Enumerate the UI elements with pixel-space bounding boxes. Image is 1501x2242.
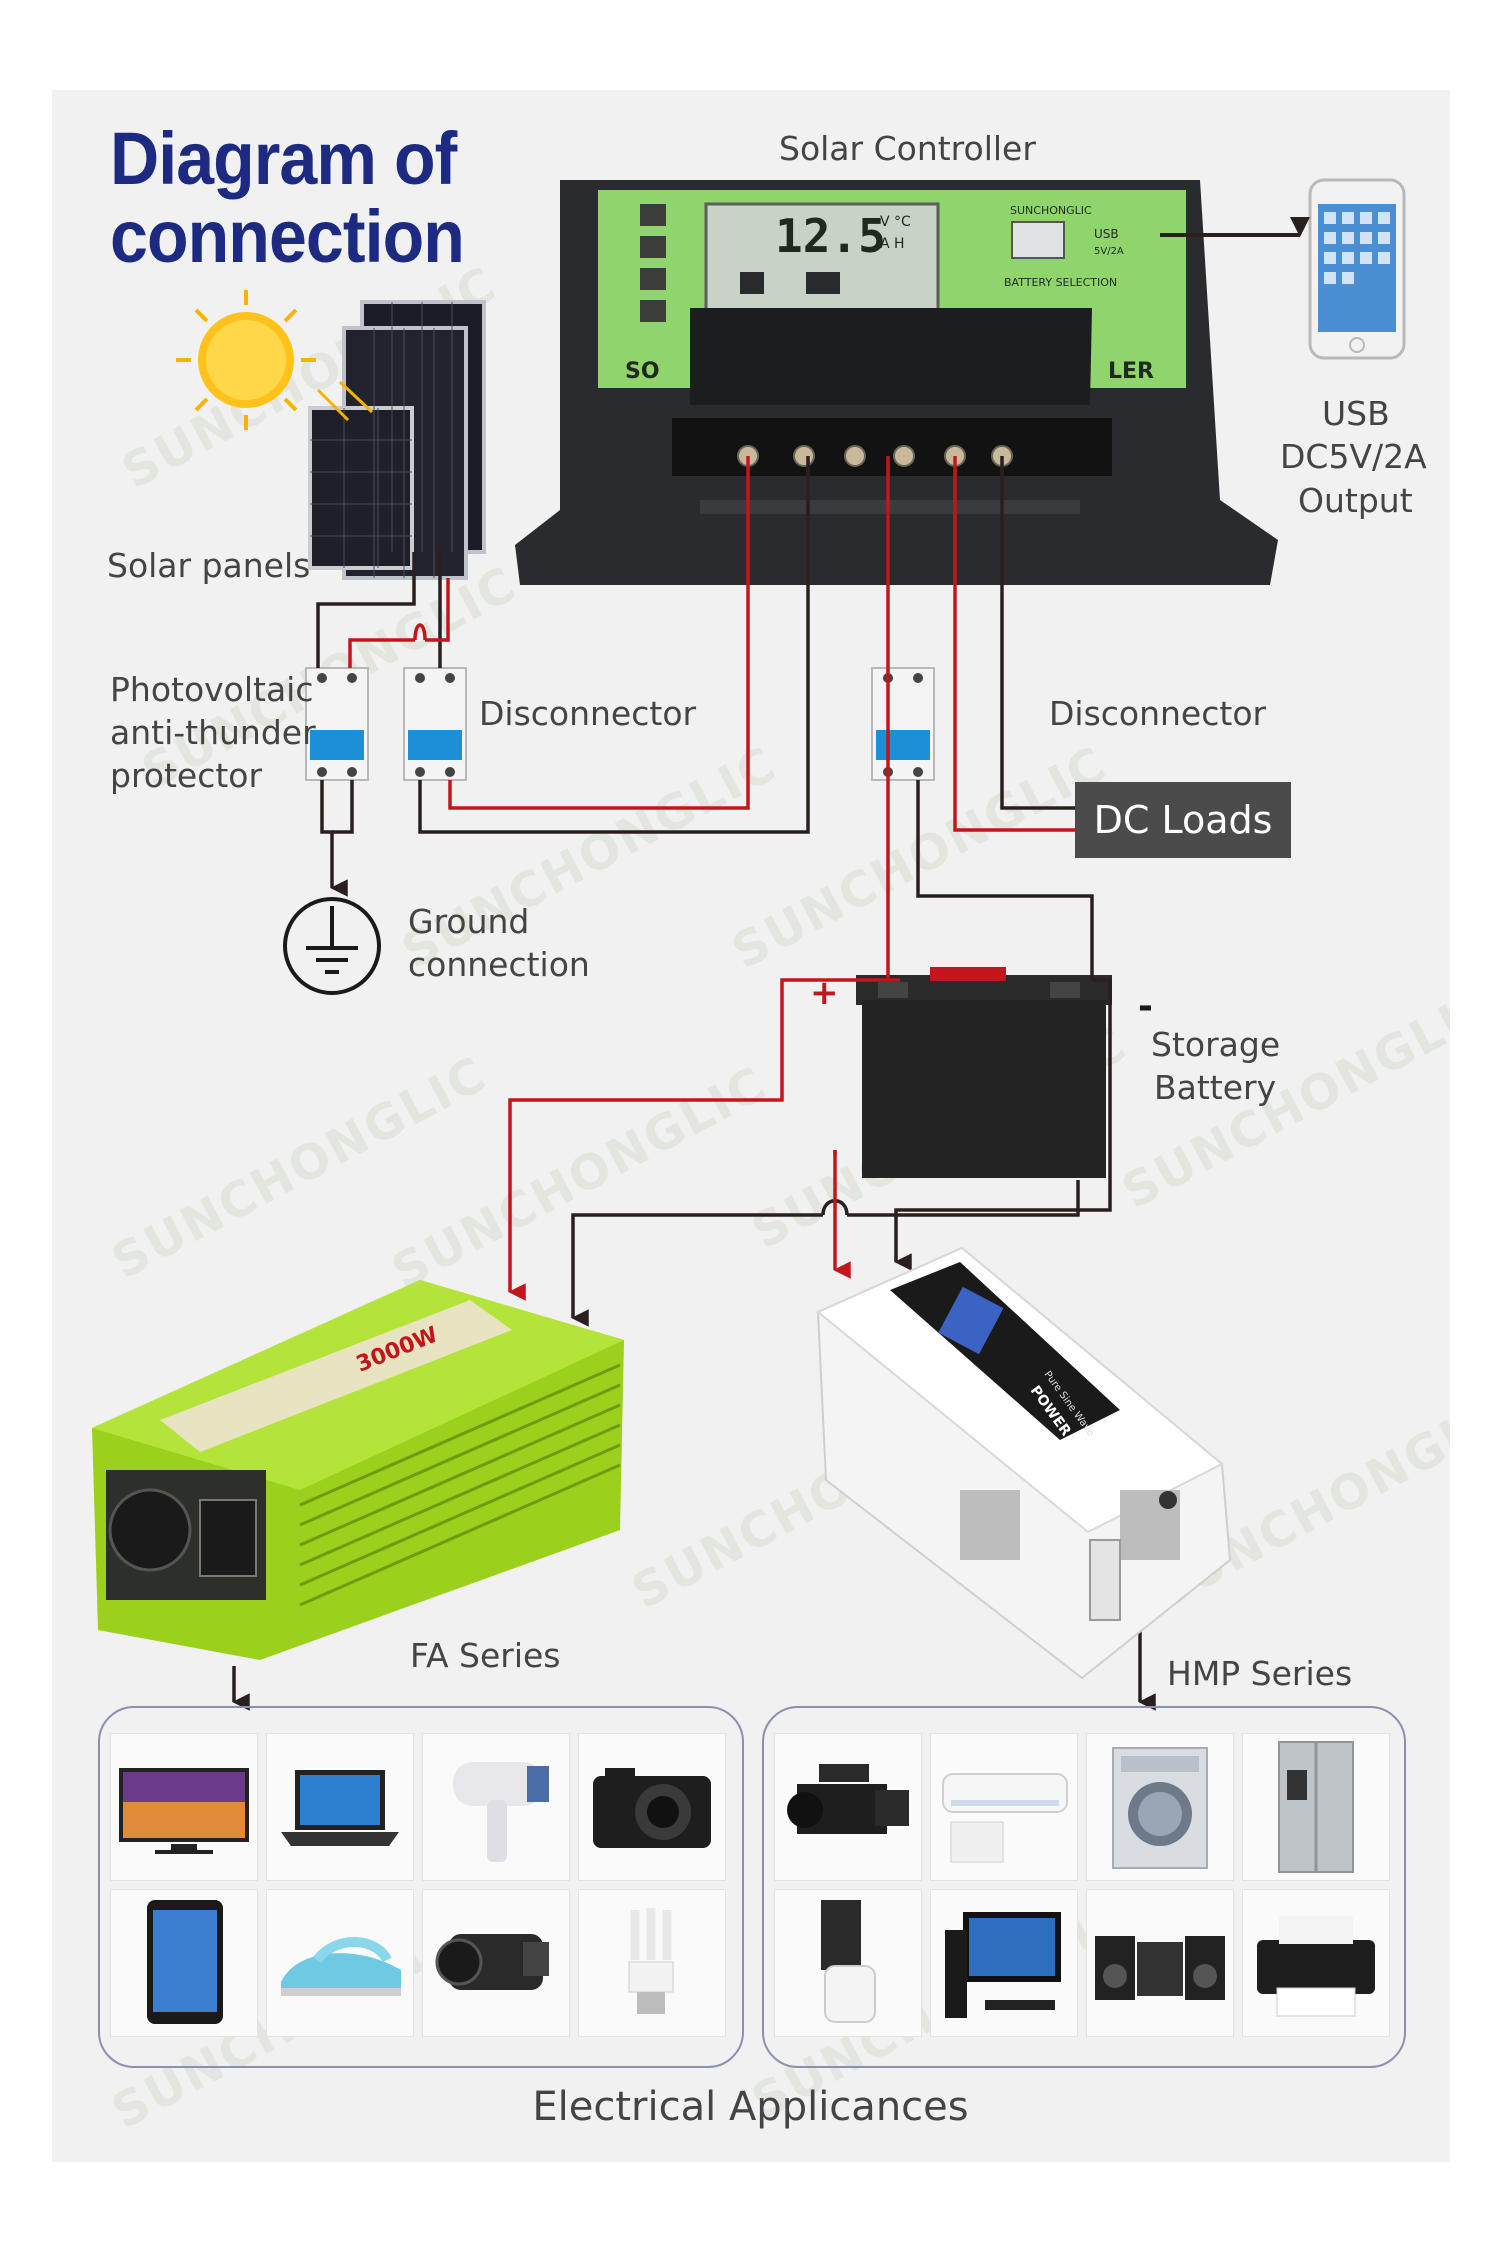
red-wires (348, 456, 1075, 1301)
battery-label-1: Storage (1151, 1025, 1281, 1064)
ground-label-2: connection (408, 945, 590, 984)
battery-label-2: Battery (1154, 1068, 1277, 1107)
controller-battery-selection: BATTERY SELECTION (1004, 276, 1117, 289)
air-conditioner-icon (930, 1733, 1078, 1881)
tablet-icon (110, 1889, 258, 2037)
pv-protector-label-3: protector (110, 756, 263, 795)
camera-icon (578, 1733, 726, 1881)
video-camera-icon (774, 1733, 922, 1881)
steam-iron-icon (266, 1889, 414, 2037)
lcd-reading: 12.5 (775, 209, 886, 263)
solar-panels (308, 300, 486, 580)
hair-dryer-icon (422, 1733, 570, 1881)
controller-face-right: LER (1108, 359, 1154, 384)
disconnector-left-label: Disconnector (479, 694, 697, 733)
controller-usb-rating: 5V/2A (1094, 246, 1124, 257)
hmp-series-label: HMP Series (1167, 1654, 1353, 1693)
dc-loads-box: DC Loads (1075, 782, 1291, 858)
ground-label-1: Ground (408, 902, 530, 941)
camcorder-icon (422, 1889, 570, 2037)
laptop-icon (266, 1733, 414, 1881)
lcd-units-top: V °C (880, 214, 911, 230)
television-icon (110, 1733, 258, 1881)
disconnector-left-breaker (403, 667, 467, 781)
cfl-bulb-icon (578, 1889, 726, 2037)
solar-controller: 12.5 V °C A H SUNCHONGLIC USB 5V/2A BATT… (515, 180, 1278, 585)
juicer-icon (774, 1889, 922, 2037)
electrical-appliances-title: Electrical Applicances (532, 2084, 969, 2130)
pv-breaker (305, 667, 369, 781)
hmp-series-inverter: POWER INVERTER Pure Sine Wave (816, 1246, 1232, 1680)
pv-protector-label-2: anti-thunder (110, 713, 316, 752)
controller-usb-text: USB (1094, 227, 1119, 241)
controller-brand: SUNCHONGLIC (1010, 204, 1092, 217)
black-wires (232, 456, 1156, 1711)
washing-machine-icon (1086, 1733, 1234, 1881)
refrigerator-icon (1242, 1733, 1390, 1881)
controller-face-left: SO (625, 359, 660, 384)
usb-label-1: USB (1322, 394, 1390, 433)
battery-plus-sign: + (810, 973, 839, 1013)
fa-appliances-group (98, 1706, 744, 2068)
pv-protector-label-1: Photovoltaic (110, 670, 314, 709)
battery-minus-sign: - (1138, 986, 1153, 1027)
hmp-appliances-group (762, 1706, 1406, 2068)
fa-series-inverter: 3000W (92, 1280, 624, 1660)
solar-panels-label: Solar panels (107, 546, 311, 585)
smartphone-icon (1308, 178, 1406, 360)
fa-series-label: FA Series (410, 1636, 561, 1675)
page-title: Diagram of connection (110, 117, 465, 278)
sun-icon (176, 290, 316, 430)
desktop-computer-icon (930, 1889, 1078, 2037)
disconnector-right-label: Disconnector (1049, 694, 1267, 733)
storage-battery (856, 967, 1112, 1178)
disconnector-right-breaker (871, 667, 935, 781)
usb-label-2: DC5V/2A (1280, 437, 1427, 476)
solar-controller-label: Solar Controller (779, 129, 1036, 168)
printer-icon (1242, 1889, 1390, 2037)
lcd-units-bottom: A H (880, 236, 905, 252)
stereo-system-icon (1086, 1889, 1234, 2037)
ground-icon (283, 897, 381, 995)
usb-label-3: Output (1298, 481, 1413, 520)
